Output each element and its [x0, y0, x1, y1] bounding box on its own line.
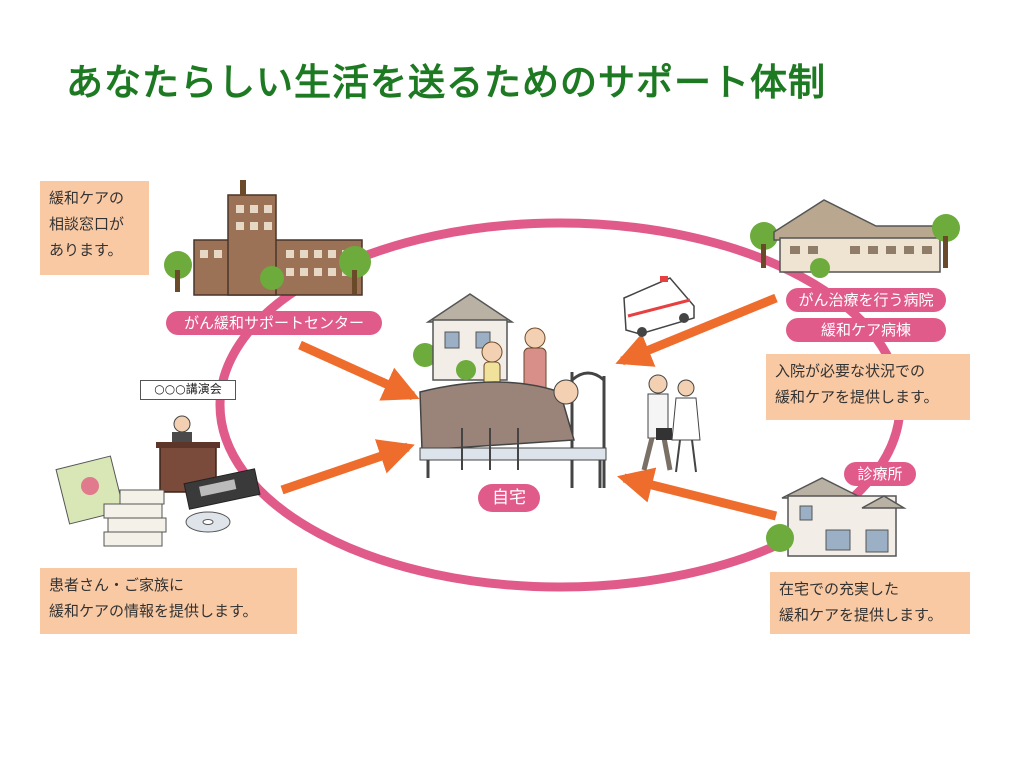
clinic-desc-line: 在宅での充実した [779, 580, 900, 598]
hospital-label: がん治療を行う病院 [786, 288, 946, 312]
clinic-description: 在宅での充実した 緩和ケアを提供します。 [770, 572, 970, 634]
arrow-family-to-home [280, 439, 415, 495]
lecture-sign: ○○○講演会 [140, 380, 236, 400]
palliative-ward-label: 緩和ケア病棟 [786, 318, 946, 342]
doctor-nurse-icon [641, 374, 701, 473]
center-description: 緩和ケアの 相談窓口が あります。 [40, 181, 149, 275]
home-label: 自宅 [478, 484, 540, 512]
support-center-label: がん緩和サポートセンター [166, 311, 382, 335]
lecture-desc-line: 患者さん・ご家族に [49, 576, 185, 594]
ambulance-icon [623, 276, 695, 337]
arrows [280, 293, 778, 521]
bed-icon [419, 371, 607, 488]
arrow-hospital-to-home [615, 293, 778, 367]
page-title: あなたらしい生活を送るためのサポート体制 [66, 61, 826, 104]
arrow-clinic-to-home [617, 467, 778, 521]
hospital-desc-line: 入院が必要な状況での [775, 362, 926, 380]
hospital-building-icon [164, 180, 371, 296]
lecture-desc-line: 緩和ケアの情報を提供します。 [49, 602, 258, 620]
lecture-description: 患者さん・ご家族に 緩和ケアの情報を提供します。 [40, 568, 297, 634]
hospital-desc-line: 緩和ケアを提供します。 [775, 388, 939, 406]
center-desc-line: 相談窓口が [49, 215, 125, 233]
center-desc-line: あります。 [49, 241, 123, 259]
hospital-description: 入院が必要な状況での 緩和ケアを提供します。 [766, 354, 970, 420]
books-video-icon [55, 455, 261, 547]
arrow-center-to-home [298, 340, 420, 401]
hospital-ward-icon [750, 199, 960, 278]
center-desc-line: 緩和ケアの [49, 189, 125, 207]
clinic-label: 診療所 [844, 462, 916, 486]
clinic-building-icon [766, 477, 907, 557]
clinic-desc-line: 緩和ケアを提供します。 [779, 606, 943, 624]
